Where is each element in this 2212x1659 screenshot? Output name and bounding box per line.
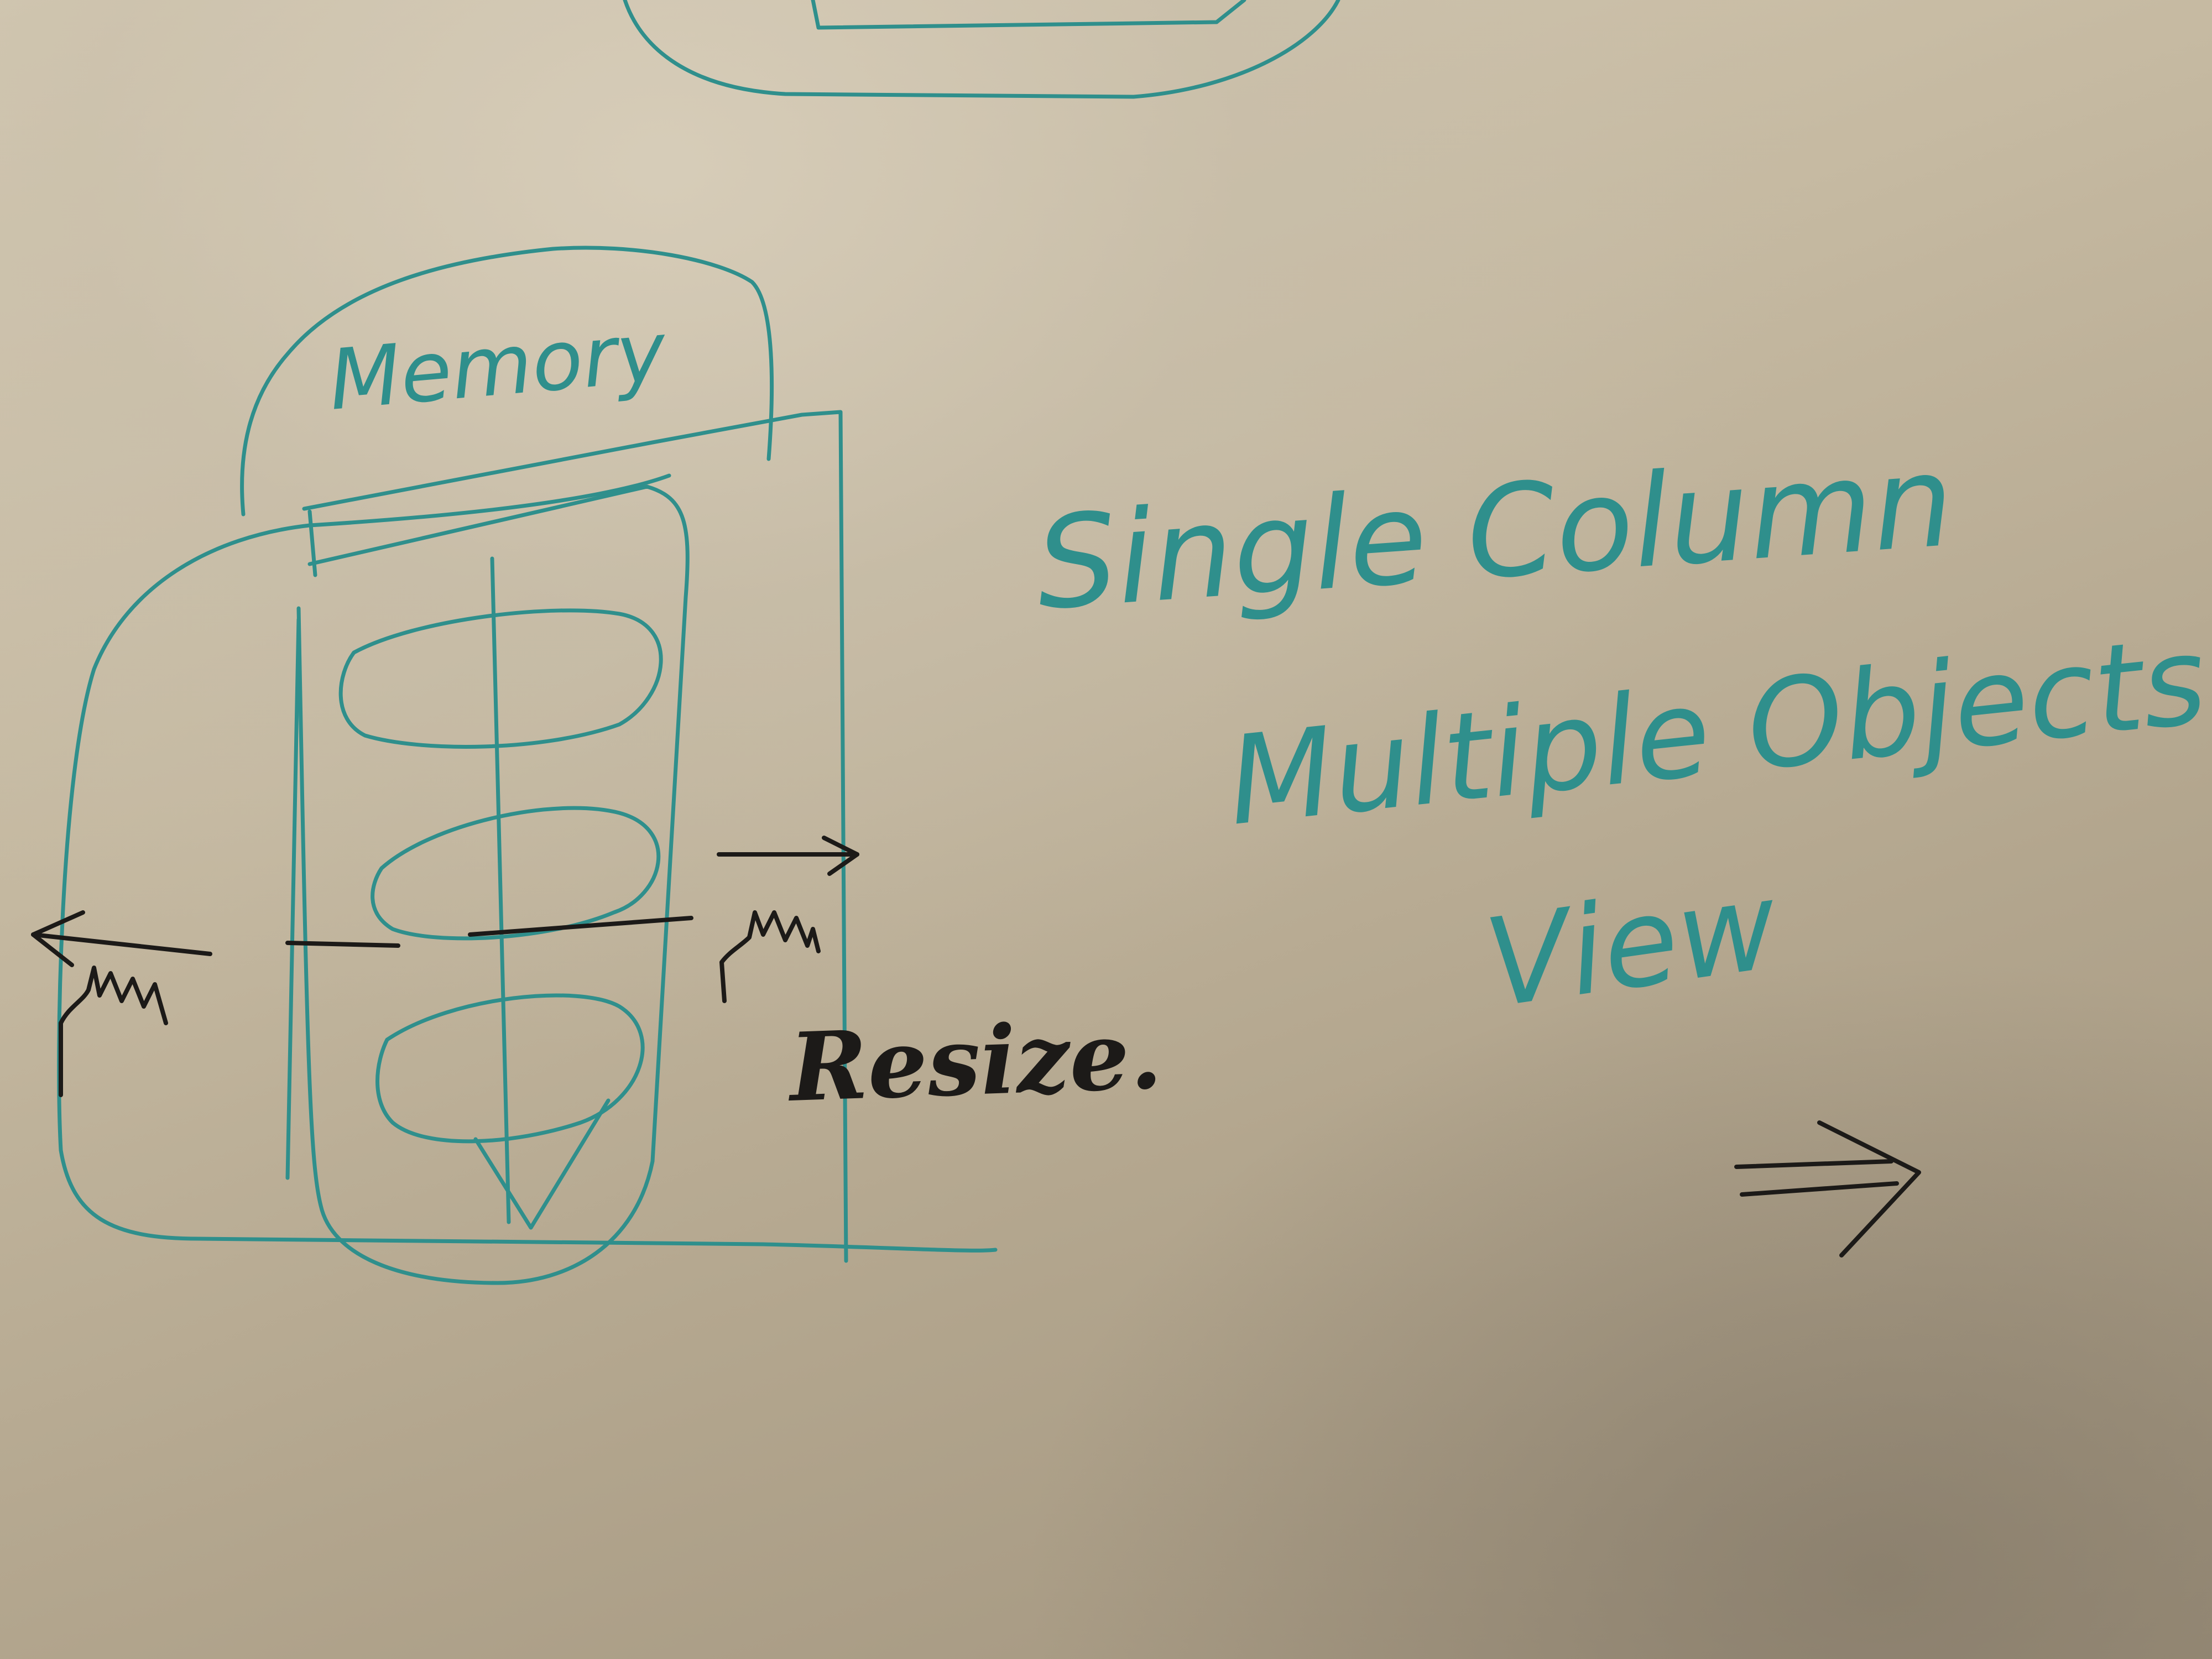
object-ovals [338, 608, 663, 1144]
window-outline [57, 473, 998, 1253]
memory-label: Memory [325, 304, 671, 429]
top-partial-shape [623, 0, 1340, 99]
view-label: View [1478, 854, 1786, 1035]
single-column [285, 484, 690, 1285]
hand-cursor-icon [59, 910, 821, 1097]
single-column-label: Single Column [1031, 427, 1958, 639]
back-panel [302, 410, 848, 1263]
double-arrow-right-icon [1734, 1120, 1921, 1258]
memory-tab [240, 246, 774, 517]
multiple-objects-label: Multiple Objects [1222, 609, 2212, 853]
resize-label: Resize. [785, 1000, 1164, 1124]
resize-arrow-icon [31, 836, 859, 967]
